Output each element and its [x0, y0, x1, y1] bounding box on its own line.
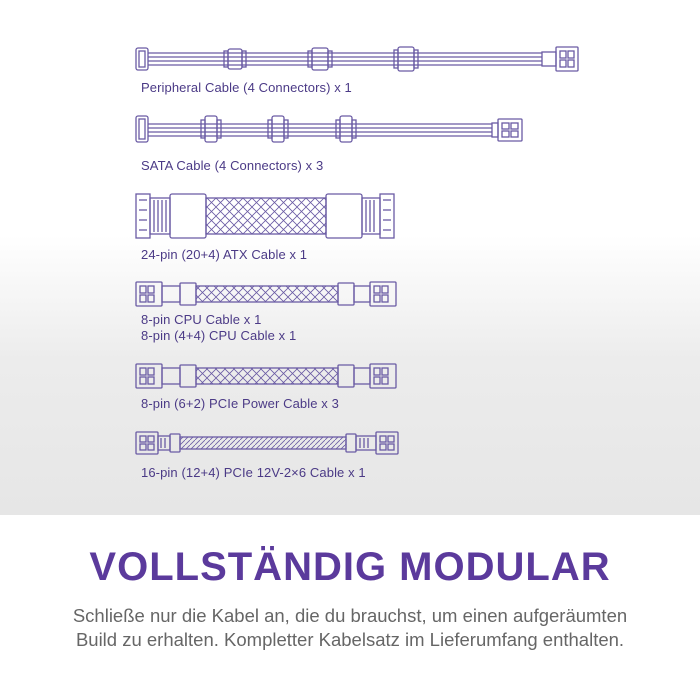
pcie-cable-label: 8-pin (6+2) PCIe Power Cable x 3: [141, 396, 339, 411]
description-line-2: Build zu erhalten. Kompletter Kabelsatz …: [75, 629, 625, 650]
sata-cable-label: SATA Cable (4 Connectors) x 3: [141, 158, 324, 173]
text-area: [0, 515, 700, 700]
pcie-12v-cable-label: 16-pin (12+4) PCIe 12V-2×6 Cable x 1: [141, 465, 366, 480]
atx-cable-label: 24-pin (20+4) ATX Cable x 1: [141, 247, 308, 262]
cpu-cable-label-1: 8-pin CPU Cable x 1: [141, 312, 262, 327]
cpu-cable-label-2: 8-pin (4+4) CPU Cable x 1: [141, 328, 297, 343]
description: Schließe nur die Kabel an, die du brauch…: [0, 604, 700, 652]
description-line-1: Schließe nur die Kabel an, die du brauch…: [72, 605, 628, 626]
peripheral-cable-label: Peripheral Cable (4 Connectors) x 1: [141, 80, 352, 95]
headline: VOLLSTÄNDIG MODULAR: [89, 545, 611, 589]
product-illustration-area: [0, 0, 700, 515]
